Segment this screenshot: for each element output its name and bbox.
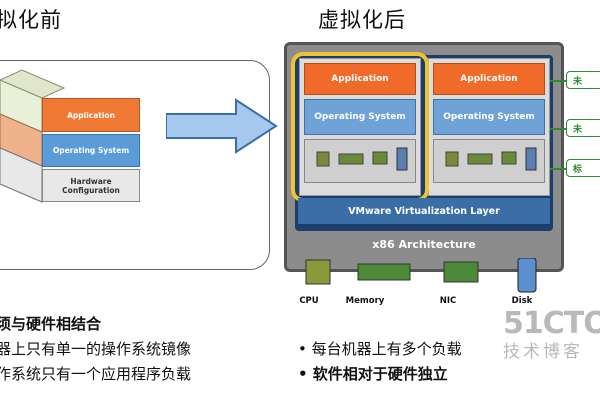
after-point-2: • 软件相对于硬件独立 bbox=[298, 365, 448, 383]
memory-module-icon bbox=[357, 263, 411, 281]
tag-3: 标 bbox=[566, 159, 600, 177]
tag-1: 未 bbox=[566, 71, 600, 89]
tag-connector bbox=[550, 168, 566, 170]
disk-icon bbox=[525, 147, 537, 171]
memory-icon bbox=[467, 153, 493, 165]
virtual-machine-2: Application Operating System bbox=[428, 58, 550, 196]
memory-icon bbox=[338, 153, 364, 165]
before-os-layer: Operating System bbox=[42, 134, 140, 167]
vm2-operating-system: Operating System bbox=[433, 99, 545, 135]
disk-drive-icon bbox=[517, 258, 537, 293]
memory-label: Memory bbox=[345, 296, 385, 306]
transition-arrow bbox=[166, 98, 278, 154]
nic-icon bbox=[501, 151, 517, 165]
hardware-components bbox=[305, 258, 537, 293]
virtualization-layer: VMware Virtualization Layer bbox=[298, 198, 550, 224]
cpu-icon bbox=[305, 259, 331, 285]
vm1-application: Application bbox=[304, 63, 416, 95]
before-isometric-stack bbox=[0, 69, 66, 203]
vm2-virtual-hardware bbox=[433, 139, 545, 183]
nic-card-icon bbox=[443, 261, 479, 283]
after-title: 虚拟化后 bbox=[318, 8, 406, 32]
tag-2: 未 bbox=[566, 119, 600, 137]
disk-label: Disk bbox=[511, 296, 533, 306]
vm1-virtual-hardware bbox=[304, 139, 416, 183]
before-hardware-layer: Hardware Configuration bbox=[42, 169, 140, 202]
chip-icon bbox=[445, 151, 459, 167]
nic-label: NIC bbox=[439, 296, 457, 306]
watermark: 51CTO 技术博客 bbox=[503, 306, 600, 362]
before-point-2: 器上只有单一的操作系统镜像 bbox=[0, 340, 192, 358]
vm-highlight-frame bbox=[291, 52, 429, 202]
tag-connector bbox=[550, 80, 566, 82]
disk-icon bbox=[396, 147, 408, 171]
before-point-1: 须与硬件相结合 bbox=[0, 315, 102, 333]
virtual-machine-1: Application Operating System bbox=[299, 58, 421, 196]
vm2-application: Application bbox=[433, 63, 545, 95]
before-point-3: 作系统只有一个应用程序负载 bbox=[0, 365, 192, 383]
vm1-operating-system: Operating System bbox=[304, 99, 416, 135]
watermark-line-1: 51CTO bbox=[503, 306, 600, 341]
before-title: 拟化前 bbox=[0, 8, 62, 32]
nic-icon bbox=[372, 151, 388, 165]
tag-connector bbox=[550, 128, 566, 130]
before-application-layer: Application bbox=[42, 98, 140, 132]
watermark-line-2: 技术博客 bbox=[503, 342, 583, 362]
chip-icon bbox=[316, 151, 330, 167]
x86-architecture-label: x86 Architecture bbox=[372, 237, 476, 251]
after-point-1: • 每台机器上有多个负载 bbox=[298, 340, 462, 358]
cpu-label: CPU bbox=[299, 296, 319, 306]
